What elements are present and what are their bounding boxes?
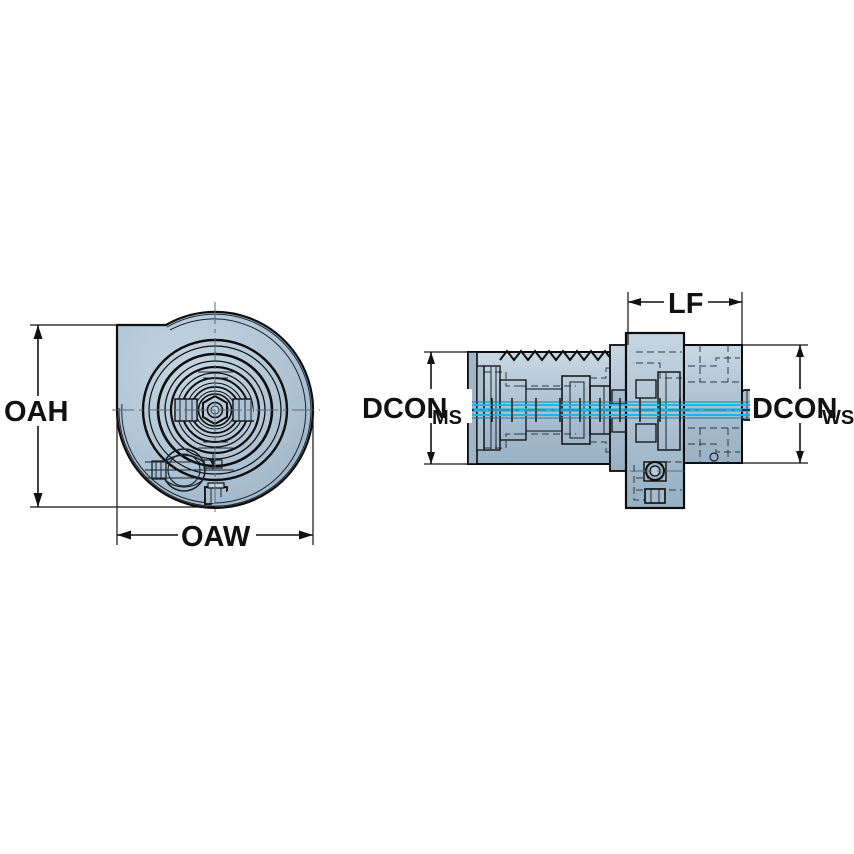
- front-disc-relief-edge: [121, 318, 307, 504]
- shank-hidden-1: [484, 371, 520, 387]
- oah-arrow-top: [33, 325, 43, 339]
- dconms-label-bg: [360, 389, 472, 423]
- bottom-clamp-collar: [207, 482, 225, 489]
- serration-teeth: [499, 349, 613, 362]
- oah-label: OAH: [4, 396, 68, 428]
- flange-hidden-5: [633, 465, 662, 501]
- dimension-oah: OAH: [0, 324, 215, 508]
- oah-arrow-bottom: [33, 493, 43, 507]
- shank-serrations: [499, 349, 613, 362]
- lf-arrow-left: [628, 298, 641, 306]
- dcon-ms-subscript: MS: [432, 407, 462, 429]
- dconws-arrow-bottom: [796, 451, 804, 463]
- dcon-ws-label: DCON: [752, 393, 837, 425]
- oaw-label-bg: [178, 520, 256, 550]
- oaw-arrow-right: [299, 530, 313, 540]
- front-disc-inner-edge: [118, 313, 312, 507]
- dconws-label-bg: [750, 389, 854, 423]
- dimension-dcon-ws: DCON WS: [742, 344, 854, 464]
- dcon-ws-subscript: WS: [822, 407, 854, 429]
- lower-boss-arc-bottom: [165, 480, 203, 488]
- dimension-lf: LF: [627, 288, 743, 350]
- dcon-ms-label: DCON: [362, 393, 447, 425]
- lf-label: LF: [668, 288, 703, 320]
- flange-body: [624, 331, 686, 510]
- coupling-internal-detail: [688, 345, 740, 463]
- flange-internal-detail: [630, 351, 684, 504]
- dconms-arrow-top: [427, 352, 435, 364]
- dimension-oaw: OAW: [116, 410, 314, 553]
- flange-assembly: [624, 331, 686, 510]
- flange-hidden-1: [636, 362, 682, 379]
- flange-bolt-hole-bottom: [635, 423, 657, 443]
- flange-bolt-hole-top: [635, 379, 657, 399]
- side-view: LF DCON MS: [360, 288, 854, 510]
- front-lower-detail: [145, 448, 234, 505]
- dimension-dcon-ms: DCON MS: [360, 351, 474, 465]
- dconws-arrow-top: [796, 345, 804, 357]
- lf-label-bg: [664, 288, 708, 317]
- front-view: OAH OAW: [0, 302, 320, 553]
- shank-hidden-2: [484, 433, 520, 449]
- dconms-arrow-bottom: [427, 452, 435, 464]
- coupling-port: [709, 452, 719, 462]
- flange-bottom-screw: [644, 488, 666, 504]
- oaw-arrow-left: [117, 530, 131, 540]
- oaw-label: OAW: [181, 521, 251, 553]
- shank-end-chamfer: [476, 365, 485, 451]
- lf-arrow-right: [729, 298, 742, 306]
- oah-label-bg: [0, 396, 70, 426]
